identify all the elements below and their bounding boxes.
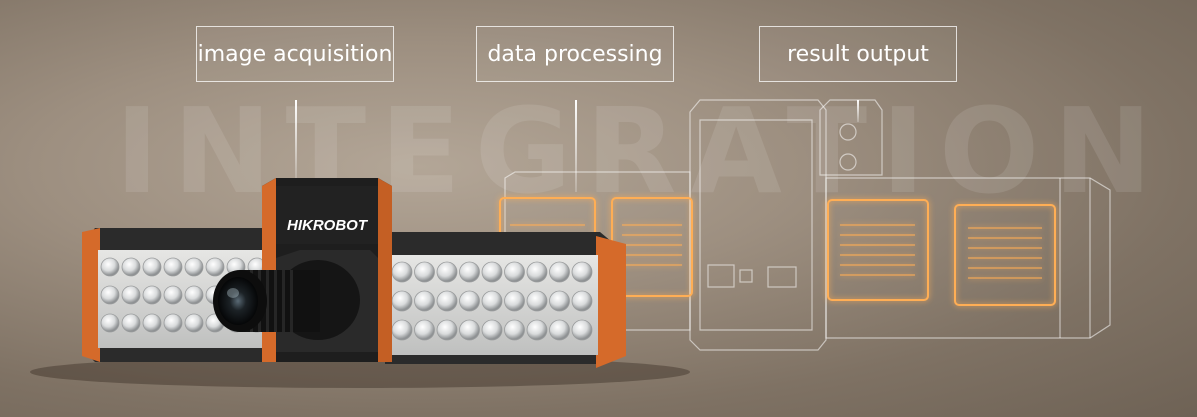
led [391, 290, 413, 312]
led [526, 290, 548, 312]
led [504, 261, 525, 283]
led [549, 319, 570, 341]
image-acquisition-label: image acquisition [196, 26, 394, 82]
led [142, 257, 162, 277]
led [163, 257, 183, 277]
led [481, 319, 503, 341]
led [571, 261, 593, 283]
led [100, 257, 120, 277]
led [163, 313, 183, 333]
led [121, 257, 141, 277]
led [459, 319, 480, 341]
led [184, 257, 204, 277]
led [163, 285, 183, 305]
led [391, 261, 413, 283]
led [526, 319, 548, 341]
led [184, 285, 204, 305]
led [504, 319, 525, 341]
led [459, 261, 480, 283]
led [549, 290, 570, 312]
led [121, 285, 141, 305]
connector-line-processing [575, 100, 577, 192]
data-processing-label: data processing [476, 26, 674, 82]
led [142, 285, 162, 305]
wireframe-glow-panels [499, 197, 1056, 306]
connector-line-acquisition [295, 100, 297, 178]
right-light-bar [385, 232, 626, 368]
led [414, 290, 435, 312]
led [436, 290, 458, 312]
led [414, 319, 435, 341]
led [100, 313, 120, 333]
led [571, 319, 593, 341]
led [100, 285, 120, 305]
led [414, 261, 435, 283]
led [481, 261, 503, 283]
led [121, 313, 141, 333]
led [504, 290, 525, 312]
led [571, 290, 593, 312]
led [549, 261, 570, 283]
led [481, 290, 503, 312]
led [184, 313, 204, 333]
led [459, 290, 480, 312]
camera-lens [213, 260, 360, 340]
brand-logo: HIKROBOT [287, 217, 369, 234]
result-output-label: result output [759, 26, 957, 82]
led [526, 261, 548, 283]
led [142, 313, 162, 333]
led [205, 257, 225, 277]
connector-line-output [857, 100, 859, 122]
led [436, 261, 458, 283]
led [391, 319, 413, 341]
led [436, 319, 458, 341]
